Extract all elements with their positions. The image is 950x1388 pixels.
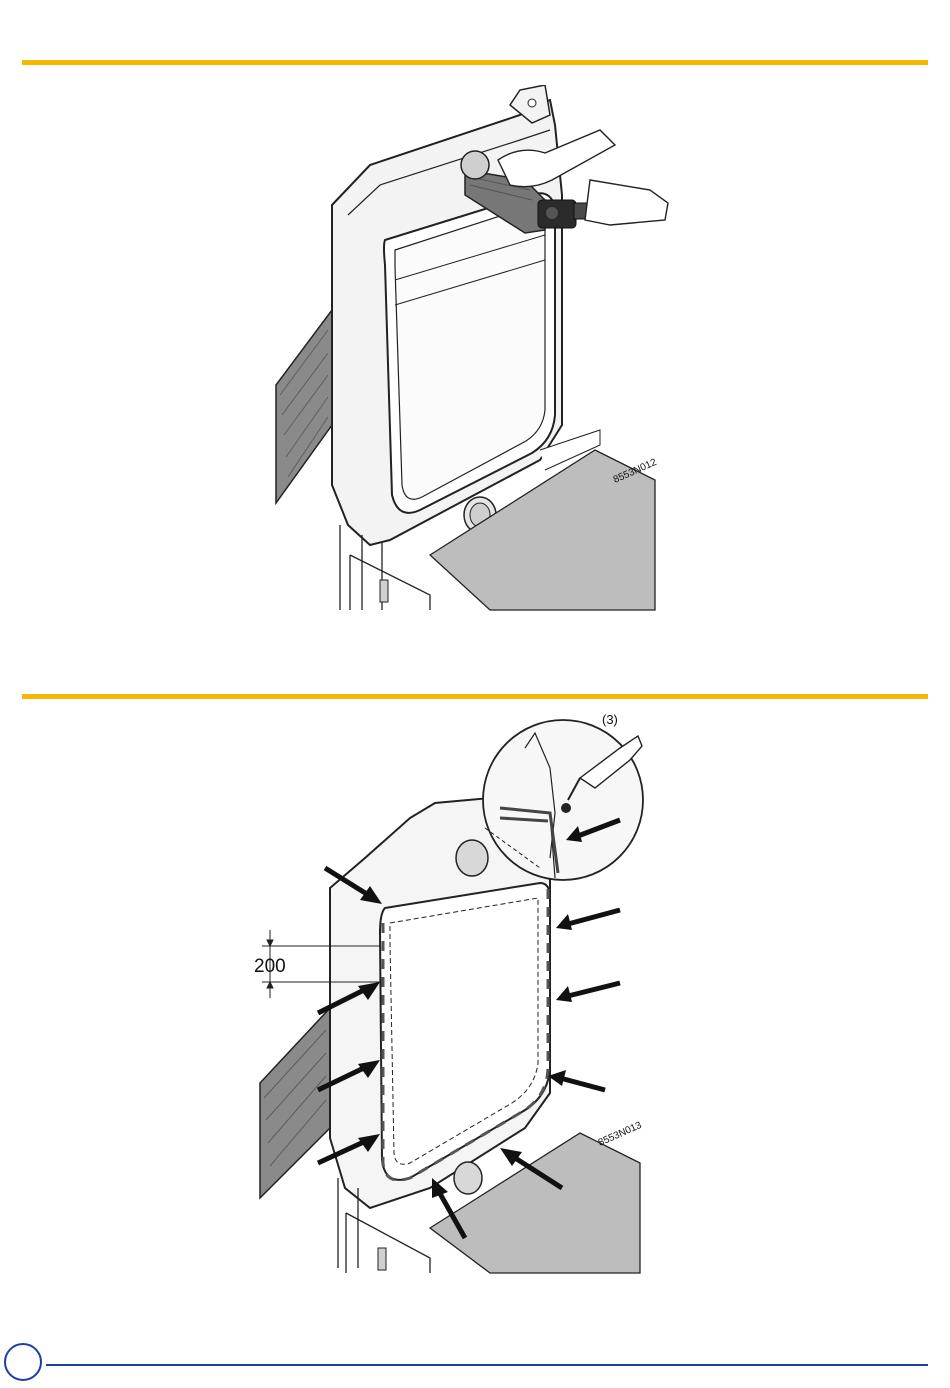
footer-rule (46, 1364, 928, 1366)
section-rule-middle (22, 694, 928, 699)
wood-plank-illustration (276, 310, 332, 503)
figure-heat-exchanger-cleaning: 8553N012 (270, 85, 670, 615)
figure-sealant-application: 200 (3) 8553N013 (250, 708, 660, 1278)
callout-label: (3) (602, 712, 618, 727)
figure-1-illustration: 8553N012 (270, 85, 670, 615)
page-number-badge (4, 1343, 42, 1381)
dimension-label: 200 (254, 956, 286, 977)
figure-2-illustration: 200 (3) 8553N013 (250, 708, 660, 1278)
detail-magnifier (483, 720, 643, 880)
section-rule-top (22, 60, 928, 65)
figure-2-code: 8553N013 (597, 1120, 644, 1149)
wood-plank-illustration-2 (260, 1008, 330, 1198)
